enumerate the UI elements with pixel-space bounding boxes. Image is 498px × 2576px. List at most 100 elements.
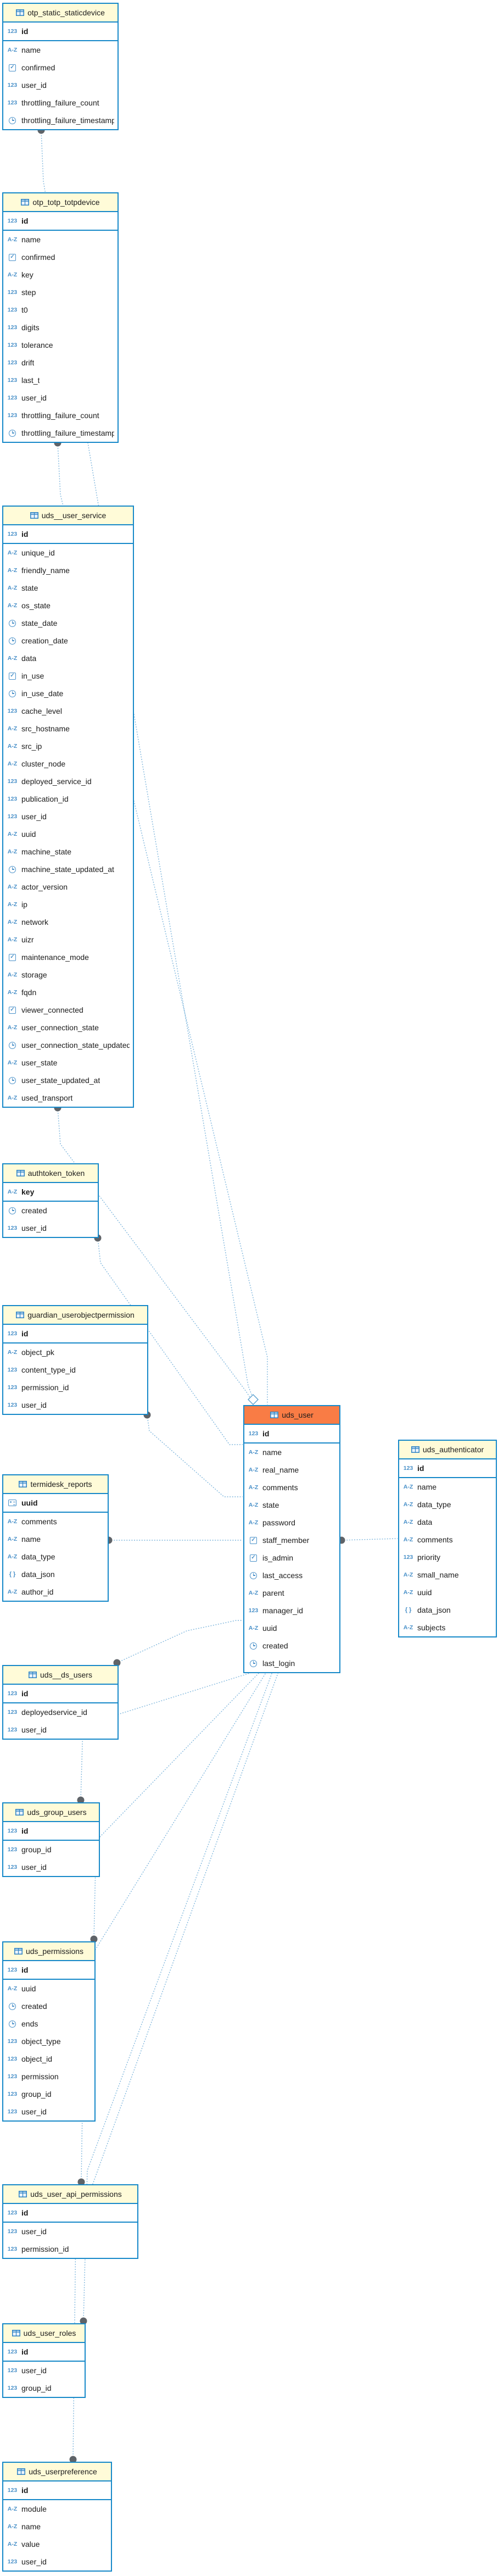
table-header[interactable]: otp_totp_totpdevice — [3, 193, 117, 212]
column-data_json[interactable]: { }data_json — [3, 1565, 108, 1583]
column-state_date[interactable]: state_date — [3, 614, 133, 632]
column-in_use[interactable]: in_use — [3, 667, 133, 685]
relationship-uds_user_api_permissions-to-uds_user[interactable] — [81, 1672, 267, 2183]
column-throttling_failure_timestamp[interactable]: throttling_failure_timestamp — [3, 112, 117, 129]
relationship-uds_permissions-to-uds_user[interactable] — [93, 1672, 260, 1940]
table-header[interactable]: otp_static_staticdevice — [3, 4, 117, 23]
column-throttling_failure_timestamp[interactable]: throttling_failure_timestamp — [3, 424, 117, 442]
column-uuid[interactable]: uuid — [3, 1494, 108, 1512]
table-header[interactable]: uds_permissions — [3, 1942, 94, 1961]
table-header[interactable]: uds_user_roles — [3, 2324, 85, 2343]
column-ends[interactable]: ends — [3, 2015, 94, 2033]
relationship-otp_static_staticdevice-to-uds_user[interactable] — [41, 130, 253, 1396]
column-maintenance_mode[interactable]: maintenance_mode — [3, 948, 133, 966]
column-confirmed[interactable]: confirmed — [3, 248, 117, 266]
column-confirmed[interactable]: confirmed — [3, 59, 117, 76]
table-header[interactable]: uds_authenticator — [399, 1441, 496, 1459]
table-header[interactable]: authtoken_token — [3, 1164, 98, 1183]
column-user_connection_state_updated_at[interactable]: user_connection_state_updated_at — [3, 1036, 133, 1054]
table-header[interactable]: uds_group_users — [3, 1803, 99, 1822]
table-header[interactable]: uds_user_api_permissions — [3, 2185, 137, 2204]
column-created[interactable]: created — [3, 1202, 98, 1219]
relationship-guardian_userobjectpermission-to-uds_user[interactable] — [147, 1414, 243, 1497]
relationship-uds_user-to-uds_authenticator[interactable] — [341, 1538, 398, 1541]
relationship-uds__user_service-to-uds_user[interactable] — [57, 1107, 251, 1398]
column-in_use_date[interactable]: in_use_date — [3, 685, 133, 702]
column-created[interactable]: created — [3, 1997, 94, 2015]
table-header[interactable]: uds_userpreference — [3, 2463, 111, 2481]
table-header[interactable]: uds__user_service — [3, 507, 133, 525]
column-data_json[interactable]: { }data_json — [399, 1601, 496, 1619]
relationship-uds__ds_users-to-uds_user[interactable] — [116, 1620, 243, 1663]
column-staff_member[interactable]: staff_member — [244, 1531, 339, 1549]
column-user_state_updated_at[interactable]: user_state_updated_at — [3, 1072, 133, 1089]
column-is_admin[interactable]: is_admin — [244, 1549, 339, 1567]
table-header[interactable]: guardian_userobjectpermission — [3, 1306, 147, 1325]
table-header[interactable]: uds_user — [244, 1406, 339, 1425]
